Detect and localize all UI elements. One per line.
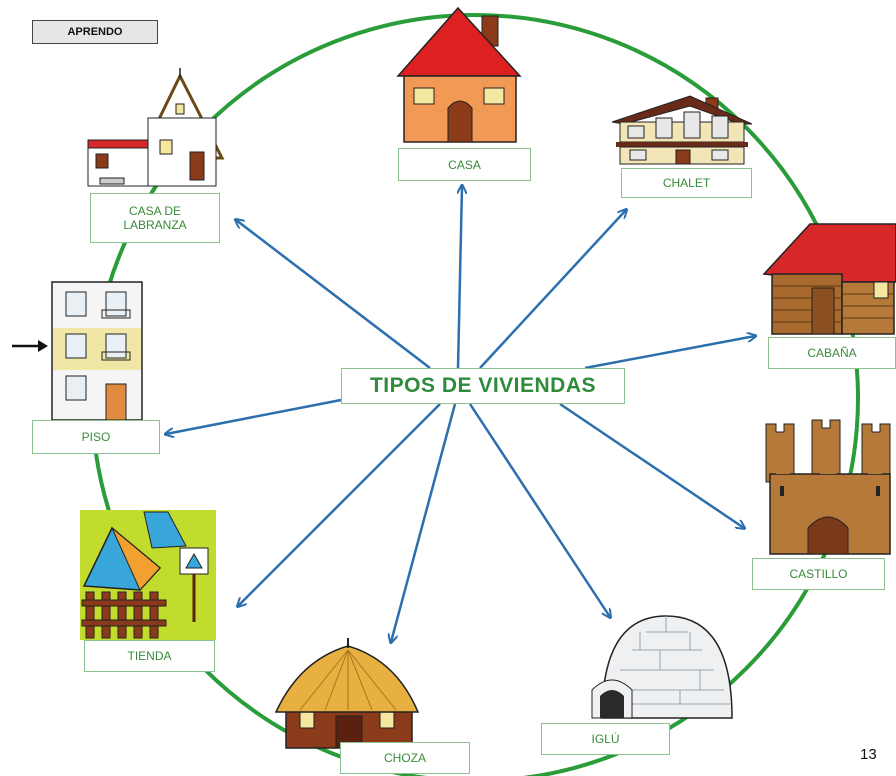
- choza-illustration: [274, 638, 420, 749]
- label-choza: CHOZA: [340, 742, 470, 774]
- label-chalet: CHALET: [621, 168, 752, 198]
- label-casa-de-labranza-line2: LABRANZA: [123, 218, 187, 232]
- page-number: 13: [860, 746, 877, 763]
- label-casa-de-labranza: CASA DE LABRANZA: [90, 193, 220, 243]
- arrow-to-cabana: [584, 336, 755, 370]
- arrow-to-casa-de-labranza: [236, 220, 431, 369]
- center-title: TIPOS DE VIVIENDAS: [341, 368, 625, 404]
- castillo-illustration: [765, 419, 891, 555]
- arrow-to-choza: [391, 403, 457, 642]
- label-casa-de-labranza-line1: CASA DE: [128, 204, 182, 218]
- arrow-to-iglu: [468, 403, 610, 617]
- aprendo-header-tag: APRENDO: [32, 20, 158, 44]
- label-iglu: IGLÚ: [541, 723, 670, 755]
- casa-illustration: [396, 6, 522, 143]
- arrow-to-castillo: [559, 402, 744, 528]
- floor-pointer-arrow: [12, 340, 48, 352]
- chalet-illustration: [611, 95, 753, 165]
- casa-de-labranza-illustration: [87, 68, 225, 187]
- arrows: [166, 186, 755, 642]
- label-casa: CASA: [398, 148, 531, 181]
- iglu-illustration: [591, 615, 733, 719]
- label-cabana: CABAÑA: [768, 337, 896, 369]
- piso-illustration: [51, 281, 143, 421]
- label-piso: PISO: [32, 420, 160, 454]
- arrow-to-casa: [456, 186, 462, 369]
- label-tienda: TIENDA: [84, 640, 215, 672]
- tienda-illustration: [80, 510, 216, 640]
- arrow-to-chalet: [479, 210, 626, 369]
- label-castillo: CASTILLO: [752, 558, 885, 590]
- cabana-illustration: [762, 223, 896, 335]
- arrow-to-piso: [166, 398, 342, 434]
- arrow-to-tienda: [238, 403, 441, 606]
